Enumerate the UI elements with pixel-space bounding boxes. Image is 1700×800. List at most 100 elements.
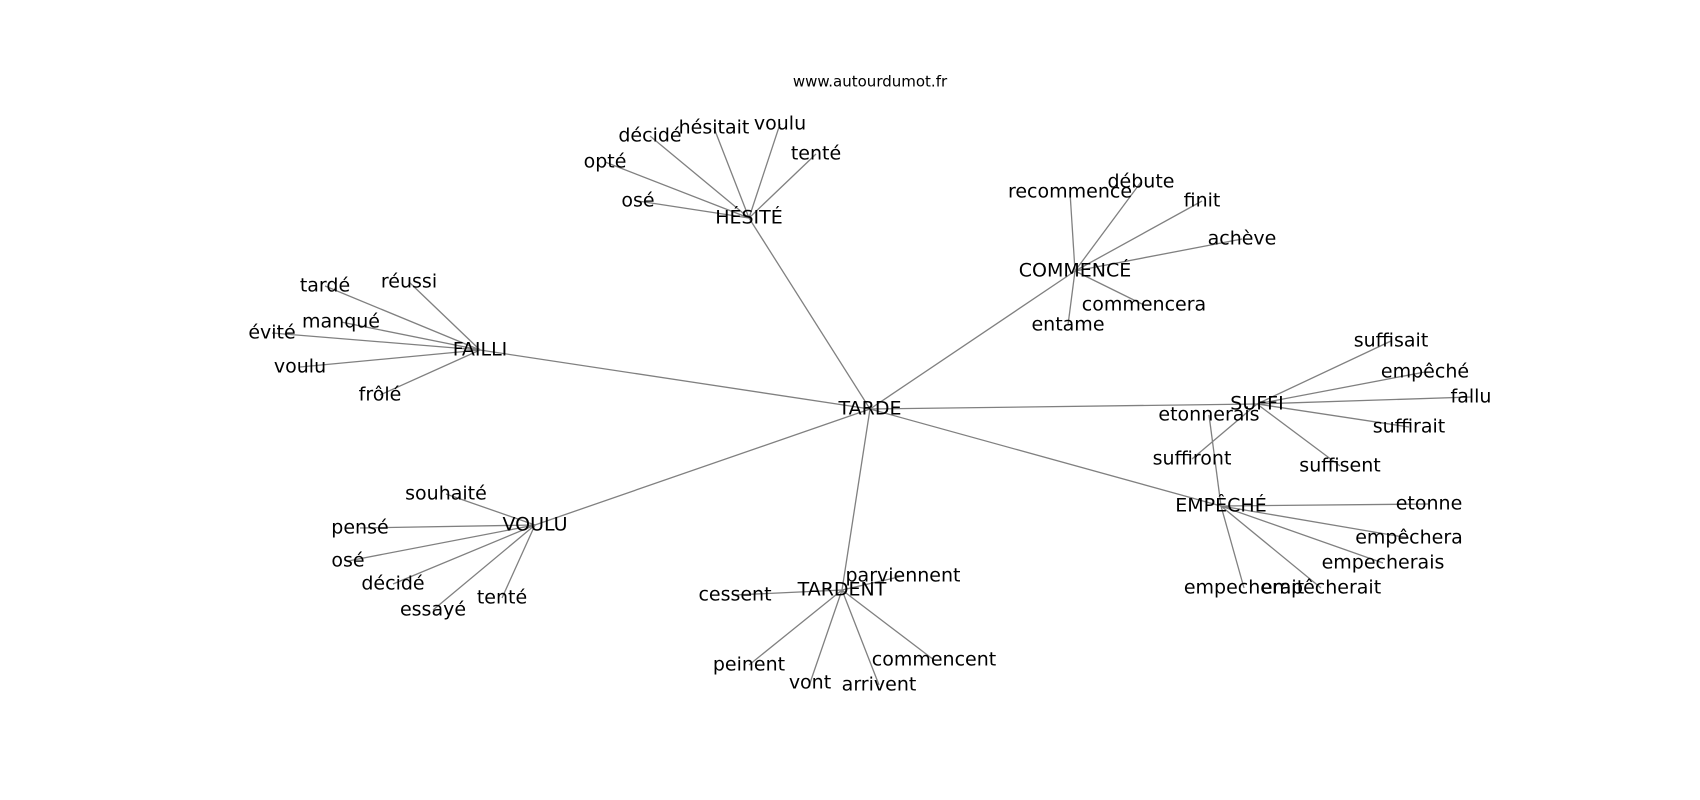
edge-hesite-h_voulu [748,123,781,219]
edge-suffi-s_suffirait [1256,403,1410,428]
edge-voulu-v_essaye [432,524,536,611]
word-node-t-commencent[interactable]: commencent [872,649,996,671]
edge-empeche-e_empecherait2 [1220,505,1245,589]
edge-voulu-v_decide [392,524,536,585]
word-node-c-debute[interactable]: débute [1108,171,1175,193]
edge-commence-c_debute [1074,181,1142,272]
word-node-v-tente[interactable]: tenté [477,587,527,609]
word-node-s-etonnerais[interactable]: etonnerais [1158,404,1259,426]
word-node-e-empecherais[interactable]: empecherais [1322,552,1445,574]
edge-empeche-e_etonne [1220,503,1430,507]
hub-node-empeche[interactable]: EMPÊCHÉ [1175,494,1266,517]
edge-tarde-tardent [841,408,871,591]
word-node-f-evite[interactable]: évité [248,322,295,344]
edge-suffi-s_suffiront [1191,403,1258,460]
word-node-c-acheve[interactable]: achève [1208,228,1277,250]
edge-tardent-t_vont [809,589,843,684]
edge-failli-f_manque [340,321,481,351]
word-node-e-empecherait2[interactable]: empecherait [1184,577,1304,599]
word-node-c-finit[interactable]: finit [1184,190,1221,212]
edge-voulu-v_ose [347,524,536,562]
word-node-t-cessent[interactable]: cessent [698,584,771,606]
word-node-h-ose[interactable]: osé [621,190,654,212]
word-node-e-empechera[interactable]: empêchera [1355,527,1463,549]
word-node-s-suffirait[interactable]: suffirait [1373,416,1446,438]
word-node-f-tarde[interactable]: tardé [300,275,350,297]
word-node-v-essaye[interactable]: essayé [400,599,466,621]
word-node-f-manque[interactable]: manqué [302,311,380,333]
edge-voulu-v_pense [359,524,536,529]
edge-hesite-h_ose [637,200,750,219]
edge-tardent-t_arrivent [841,589,880,686]
edge-tardent-t_cessent [734,589,843,596]
word-node-h-voulu[interactable]: voulu [754,113,806,135]
edge-commence-c_acheve [1074,238,1243,272]
word-node-s-fallu[interactable]: fallu [1451,386,1492,408]
edge-voulu-v_souhaite [445,493,536,526]
edge-commence-c_commencera [1074,270,1145,306]
edge-tardent-t_commencent [841,589,935,661]
edge-tarde-voulu [534,408,871,526]
edge-commence-c_recommence [1069,191,1076,272]
edge-tarde-hesite [748,217,871,410]
word-node-f-voulu[interactable]: voulu [274,356,326,378]
word-node-s-suffiront[interactable]: suffiront [1153,448,1232,470]
word-node-t-arrivent[interactable]: arrivent [842,674,917,696]
edge-empeche-e_empecherais [1220,505,1384,564]
hub-node-suffi[interactable]: SUFFI [1230,393,1283,415]
word-node-s-suffisent[interactable]: suffisent [1299,455,1380,477]
word-node-s-empeche[interactable]: empêché [1381,361,1469,383]
word-node-e-etonne[interactable]: etonne [1396,493,1463,515]
edge-hesite-h_opte [604,161,750,219]
edge-commence-c_entame [1067,270,1076,326]
edge-failli-f_frole [379,349,481,396]
site-url: www.autourdumot.fr [793,73,948,91]
word-node-v-ose[interactable]: osé [331,550,364,572]
word-node-c-commencera[interactable]: commencera [1082,294,1206,316]
edge-commence-c_finit [1074,200,1203,272]
edge-hesite-h_decide [649,135,750,219]
word-node-v-souhaite[interactable]: souhaité [405,483,487,505]
word-node-f-reussi[interactable]: réussi [381,271,437,293]
word-node-s-suffisait[interactable]: suffisait [1354,330,1429,352]
edge-suffi-s_empeche [1256,371,1426,405]
edge-tarde-commence [869,270,1076,410]
edge-failli-f_voulu [299,349,481,368]
edge-failli-f_evite [271,332,481,351]
hub-node-tardent[interactable]: TARDENT [797,579,887,601]
word-node-c-entame[interactable]: entame [1031,314,1104,336]
edge-empeche-e_empechera [1220,505,1410,539]
word-node-t-vont[interactable]: vont [789,672,831,694]
word-node-t-parviennent[interactable]: parviennent [846,565,961,587]
edge-suffi-s_suffisent [1256,403,1341,467]
word-node-f-frole[interactable]: frôlé [359,384,402,406]
word-node-h-decide[interactable]: décidé [618,125,681,147]
hub-node-tarde[interactable]: TARDE [838,398,902,420]
graph-edges [271,123,1472,686]
edge-hesite-h_tente [748,153,817,219]
hub-node-voulu[interactable]: VOULU [502,514,567,536]
edge-hesite-h_hesitait [713,127,750,219]
word-node-e-empecherait[interactable]: empêcherait [1261,577,1381,599]
edge-suffi-s_suffisait [1256,340,1392,405]
word-node-v-pense[interactable]: pensé [331,517,388,539]
word-node-h-hesitait[interactable]: hésitait [679,117,750,139]
edge-tarde-suffi [869,403,1258,410]
edge-voulu-v_tente [501,524,536,599]
word-node-v-decide[interactable]: décidé [361,573,424,595]
edge-tardent-t_peinent [748,589,843,666]
edge-failli-f_tarde [324,285,481,351]
edge-tardent-t_parviennent [841,575,904,591]
edge-tarde-failli [479,349,871,410]
edge-empeche-e_empecherait [1220,505,1322,589]
word-node-h-tente[interactable]: tenté [791,143,841,165]
hub-node-hesite[interactable]: HÉSITÉ [715,206,783,229]
edge-empeche-s_etonnerais [1208,414,1222,507]
hub-node-commence[interactable]: COMMENCÉ [1019,259,1132,282]
word-node-t-peinent[interactable]: peinent [713,654,785,676]
word-node-c-recommence[interactable]: recommence [1008,181,1132,203]
hub-node-failli[interactable]: FAILLI [453,339,508,361]
edge-tarde-empeche [869,408,1222,507]
word-node-h-opte[interactable]: opté [584,151,627,173]
